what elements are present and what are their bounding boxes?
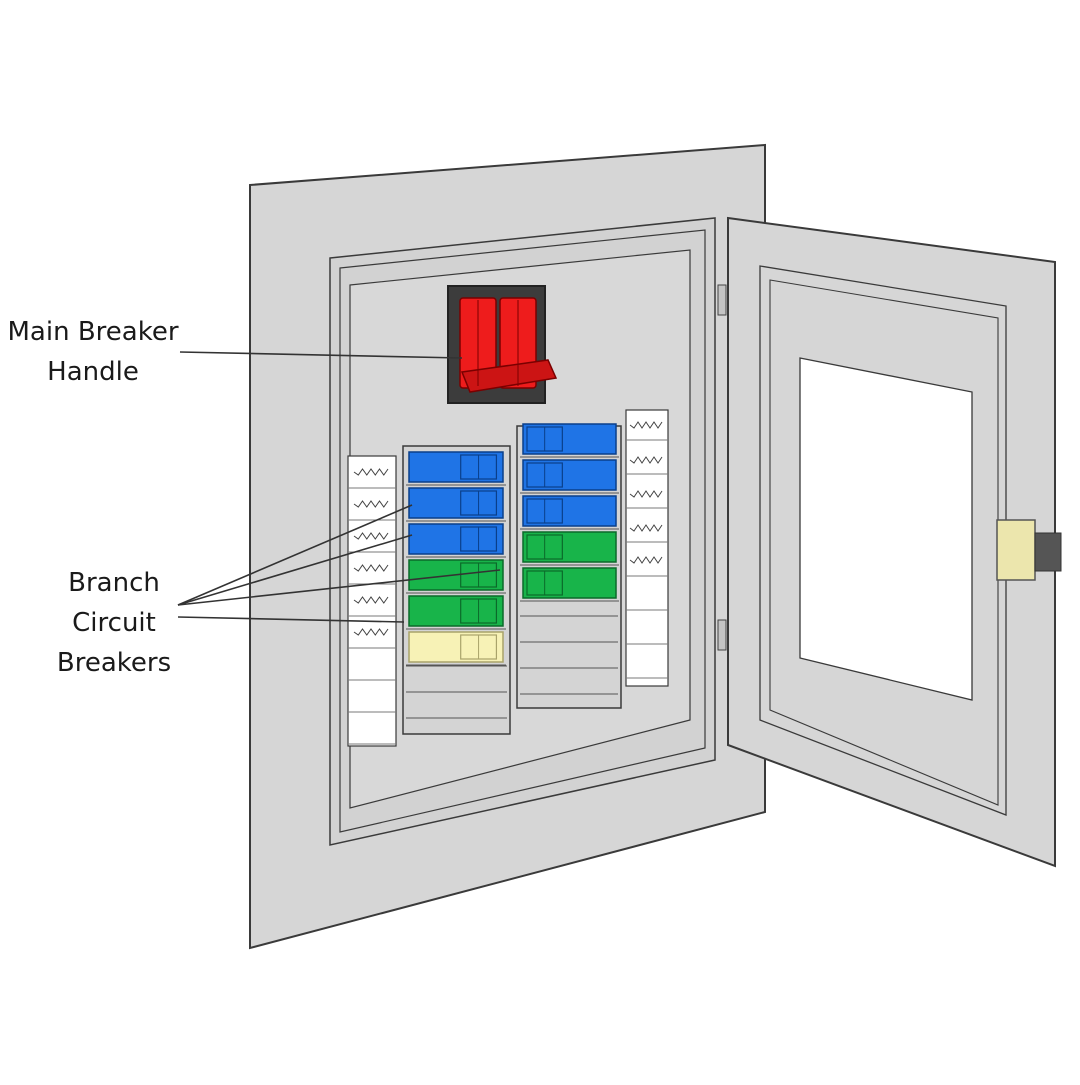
- door-latch-body: [996, 519, 1036, 581]
- handwritten-label: [353, 596, 389, 604]
- panel-door[interactable]: [727, 216, 1056, 868]
- branch-breaker-icon[interactable]: [408, 451, 504, 483]
- handwritten-label: [629, 556, 663, 564]
- panel-door-window: [799, 357, 973, 701]
- leader-branch-breakers: [177, 504, 501, 623]
- door-latch-knob: [1034, 532, 1062, 572]
- door-hinge-bottom: [717, 619, 727, 651]
- handwritten-label: [353, 628, 389, 636]
- branch-breaker-icon[interactable]: [522, 531, 617, 563]
- handwritten-label: [353, 532, 389, 540]
- branch-breaker-icon[interactable]: [522, 459, 617, 491]
- main-breaker-label-line2: Handle: [47, 357, 139, 387]
- branch-breaker-icon[interactable]: [408, 631, 504, 663]
- panel-inner-frame-mid: [339, 229, 706, 833]
- handwritten-label: [629, 421, 663, 429]
- panel-door-frame-outer: [759, 265, 1007, 816]
- branch-breaker-icon[interactable]: [522, 567, 617, 599]
- breakers-right-group: [520, 423, 619, 695]
- main-breaker-handle-icon[interactable]: [447, 285, 558, 404]
- branch-breakers-label-line1: Branch: [68, 568, 160, 598]
- circuit-directory-right: [625, 409, 669, 687]
- main-breaker-tie-bar: [460, 359, 558, 393]
- main-breaker-label: Main Breaker Handle: [0, 312, 186, 392]
- leader-main-breaker: [179, 351, 463, 359]
- branch-breaker-icon[interactable]: [522, 423, 617, 455]
- branch-breakers-label-line2: Circuit: [72, 608, 156, 638]
- branch-breaker-icon[interactable]: [522, 495, 617, 527]
- handwritten-label: [629, 490, 663, 498]
- branch-breaker-icon[interactable]: [408, 595, 504, 627]
- handwritten-label: [353, 564, 389, 572]
- door-hinge-top: [717, 284, 727, 316]
- branch-breaker-icon[interactable]: [408, 487, 504, 519]
- handwritten-label: [353, 500, 389, 508]
- branch-breakers-label-line3: Breakers: [56, 648, 172, 678]
- branch-breakers-label: Branch Circuit Breakers: [28, 563, 200, 683]
- panel-door-frame-inner: [769, 279, 999, 806]
- handwritten-label: [353, 468, 389, 476]
- main-breaker-label-line1: Main Breaker: [7, 317, 179, 347]
- handwritten-label: [629, 456, 663, 464]
- door-latch-icon[interactable]: [996, 519, 1062, 581]
- handwritten-label: [629, 524, 663, 532]
- breakers-left-group: [406, 451, 507, 719]
- branch-breaker-icon[interactable]: [408, 523, 504, 555]
